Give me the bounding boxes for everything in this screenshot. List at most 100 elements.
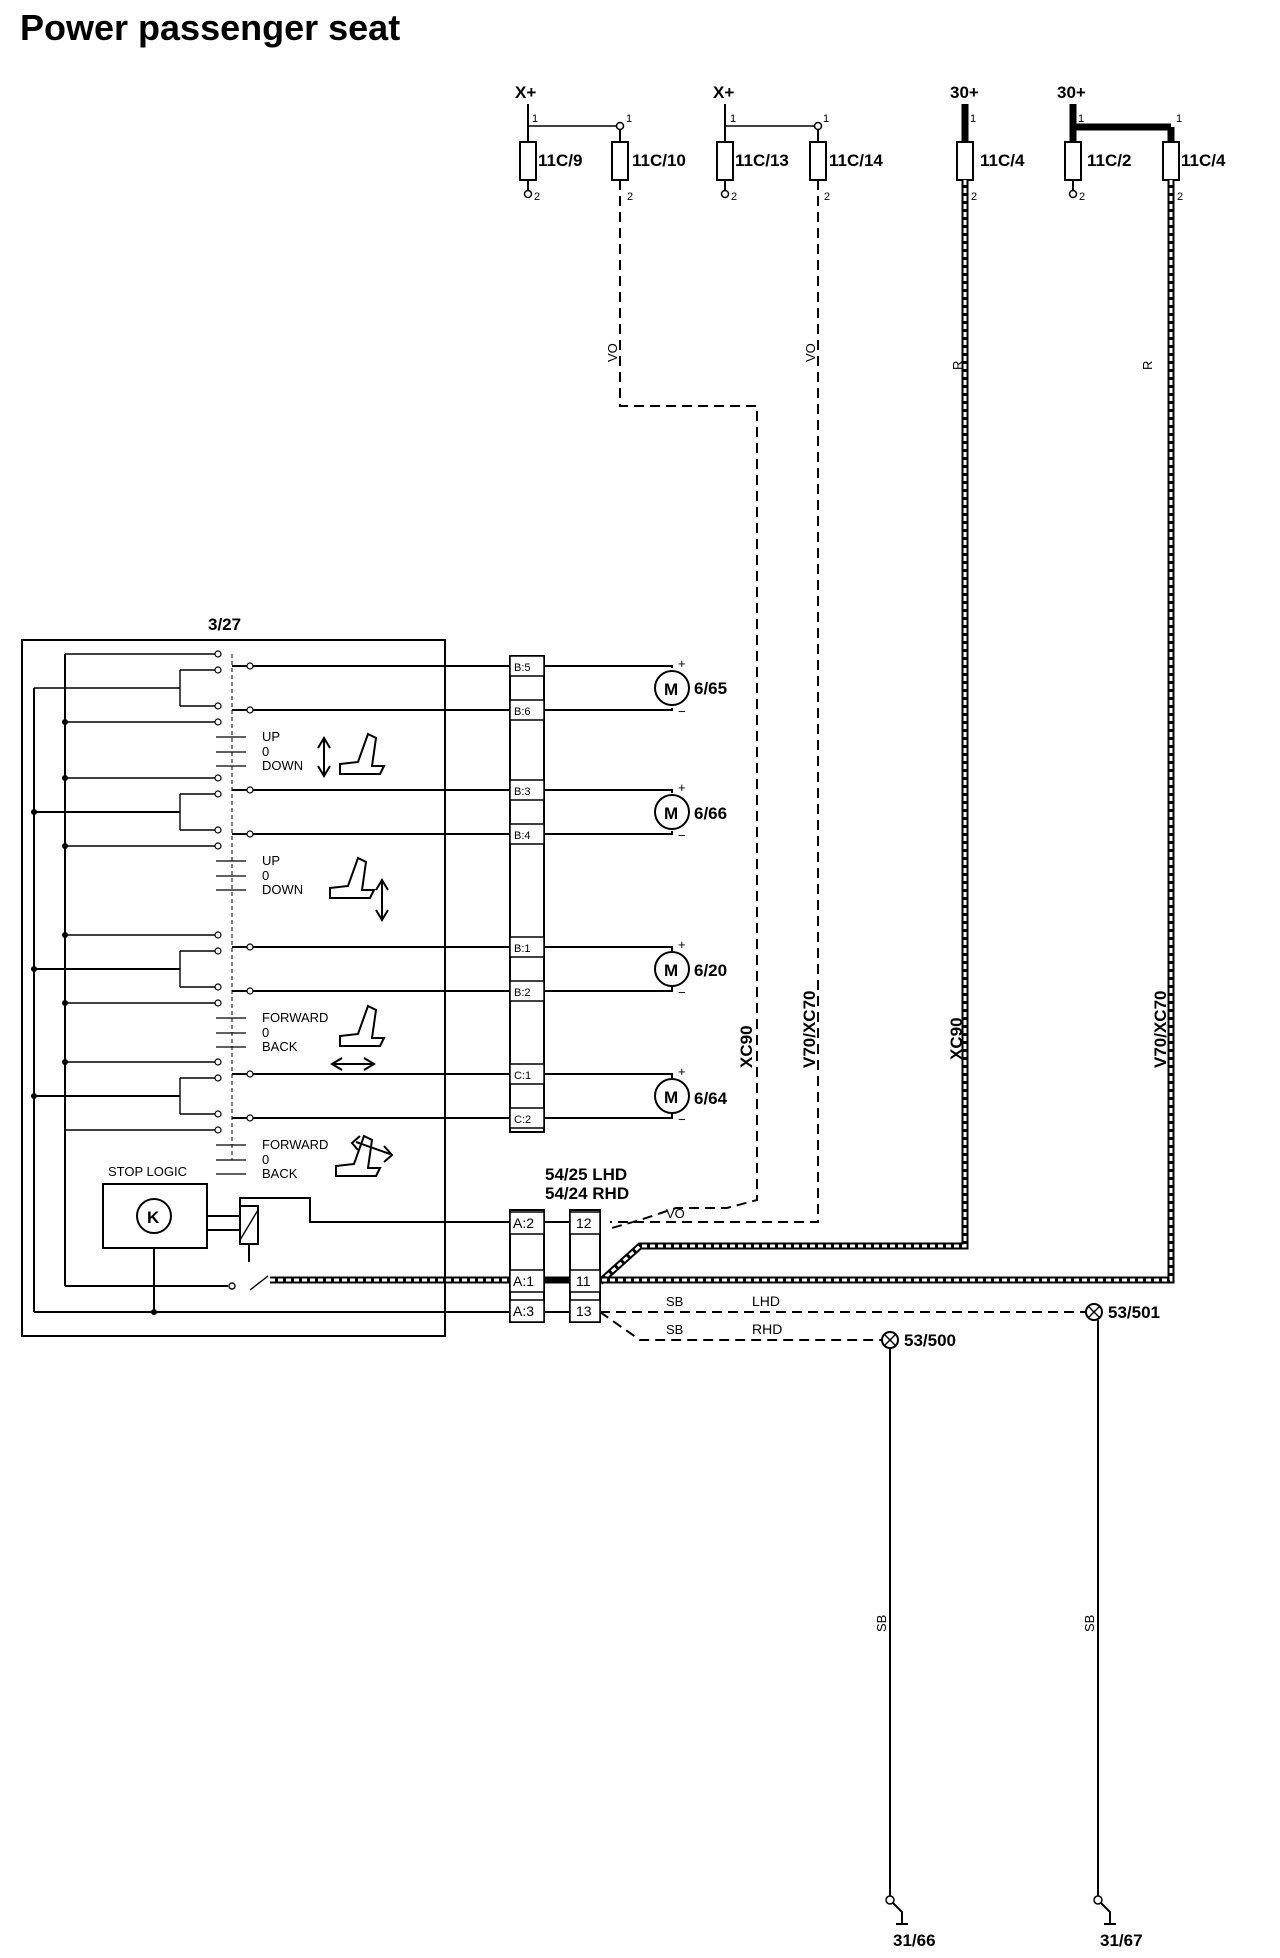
motor-6-64-symbol [654, 1078, 690, 1114]
wire-color-r-a: R [950, 361, 965, 370]
wire-sb-rhd [599, 1311, 890, 1341]
wire-color-r-b: R [1140, 361, 1155, 370]
motor-label-6-64: 6/64 [694, 1089, 728, 1108]
connector-b4: B:4 [514, 830, 531, 842]
connector-group-lhd-label: 54/25 LHD [545, 1165, 627, 1184]
switch4-back-label: BACK [262, 1166, 298, 1181]
connector-pin-12: 12 [576, 1215, 592, 1231]
wire-color-vo-b: VO [803, 343, 818, 362]
svg-text:−: − [678, 985, 686, 1000]
wire-color-vo-c: VO [666, 1206, 685, 1221]
connector-group-rhd-label: 54/24 RHD [545, 1184, 629, 1203]
connector-pin-13: 13 [576, 1303, 592, 1319]
svg-text:M: M [664, 961, 678, 980]
wire-color-vo-a: VO [605, 343, 620, 362]
switch2-zero-label: 0 [262, 868, 269, 883]
svg-text:2: 2 [534, 191, 540, 203]
motor-6-65-symbol [654, 670, 690, 706]
model-label-xc90-a: XC90 [737, 1025, 756, 1068]
fuse-11c2-symbol [1064, 141, 1082, 181]
routing-rhd-label: RHD [752, 1321, 782, 1337]
fuse-label-11c4-a: 11C/4 [980, 151, 1025, 170]
svg-text:−: − [678, 1112, 686, 1127]
connector-a-group: 54/25 LHD 54/24 RHD A:2 A:1 A:3 12 11 13… [509, 1165, 685, 1323]
svg-text:M: M [664, 804, 678, 823]
wire-r-v70 [600, 180, 1173, 1282]
switch3-zero-label: 0 [262, 1025, 269, 1040]
connector-a1: A:1 [513, 1273, 534, 1289]
fuse-11c4-a-symbol [956, 141, 974, 181]
routing-lhd-label: LHD [752, 1293, 780, 1309]
svg-text:1: 1 [626, 113, 632, 125]
motor-label-6-20: 6/20 [694, 961, 727, 980]
switch2-down-label: DOWN [262, 882, 303, 897]
ground-point-31-67: 31/67 [1100, 1931, 1143, 1950]
ground-splice-53-500: 53/500 [904, 1331, 956, 1350]
connector-b3: B:3 [514, 786, 531, 798]
svg-text:−: − [678, 704, 686, 719]
ground-splice-53-501: 53/501 [1108, 1303, 1160, 1322]
svg-text:1: 1 [730, 113, 736, 125]
fuse-11c4-b-symbol [1162, 141, 1180, 181]
ground-symbol-31-67 [1097, 1899, 1116, 1925]
battery-30-label-a: 30+ [950, 83, 979, 102]
fuse-11c14-symbol [809, 141, 827, 181]
svg-text:2: 2 [824, 191, 830, 203]
connector-a2: A:2 [513, 1215, 534, 1231]
fuse-11c13-symbol [716, 141, 734, 181]
fuse-label-11c13: 11C/13 [735, 151, 789, 170]
module-outline [21, 639, 446, 1337]
connector-b2: B:2 [514, 987, 531, 999]
seat-slide-icon [330, 1004, 386, 1071]
module-id-label: 3/27 [208, 615, 241, 634]
svg-text:1: 1 [532, 113, 538, 125]
wire-vo-xc90 [611, 180, 758, 1229]
fuse-label-11c10: 11C/10 [632, 151, 686, 170]
svg-text:1: 1 [1176, 113, 1182, 125]
switch4-zero-label: 0 [262, 1152, 269, 1167]
fuse-11c10-symbol [611, 141, 629, 181]
model-label-v70-b: V70/XC70 [1151, 991, 1170, 1069]
svg-text:+: + [678, 780, 686, 795]
wire-a2 [239, 1197, 510, 1223]
switch2-up-label: UP [262, 853, 280, 868]
connector-b5: B:5 [514, 662, 531, 674]
svg-text:2: 2 [971, 191, 977, 203]
stop-logic-k-symbol [136, 1198, 172, 1234]
svg-text:1: 1 [823, 113, 829, 125]
motor-label-6-65: 6/65 [694, 679, 727, 698]
ground-symbol-31-66 [889, 1899, 908, 1925]
svg-text:1: 1 [1078, 113, 1084, 125]
svg-text:M: M [664, 1088, 678, 1107]
svg-text:1: 1 [970, 113, 976, 125]
svg-text:+: + [678, 937, 686, 952]
switch1-up-label: UP [262, 729, 280, 744]
svg-text:+: + [678, 1064, 686, 1079]
motor-6-20-symbol [654, 951, 690, 987]
x-plus-label-a: X+ [515, 83, 536, 102]
svg-text:2: 2 [731, 191, 737, 203]
stop-logic-box [102, 1183, 208, 1249]
svg-text:−: − [678, 828, 686, 843]
connector-b6: B:6 [514, 706, 531, 718]
fuse-label-11c4-b: 11C/4 [1181, 151, 1226, 170]
x-plus-label-b: X+ [713, 83, 734, 102]
switch1-down-label: DOWN [262, 758, 303, 773]
supply-wires: VO VO R R XC90 V70/XC70 XC90 V70/XC70 [597, 180, 1175, 1285]
seat-recline-icon [335, 1134, 394, 1177]
connector-b1: B:1 [514, 943, 531, 955]
connector-c2: C:2 [514, 1114, 531, 1126]
page-title: Power passenger seat [20, 7, 400, 48]
svg-text:+: + [678, 656, 686, 671]
model-label-v70-a: V70/XC70 [800, 991, 819, 1069]
switch4-forward-label: FORWARD [262, 1137, 328, 1152]
motors: M + − 6/65 M + − 6/66 M + − 6/20 M + − 6… [544, 656, 728, 1127]
fuse-label-11c14: 11C/14 [829, 151, 883, 170]
battery-30-label-b: 30+ [1057, 83, 1086, 102]
svg-text:2: 2 [1177, 191, 1183, 203]
connector-a3: A:3 [513, 1303, 534, 1319]
seat-tilt-icon [317, 732, 386, 778]
switch1-zero-label: 0 [262, 744, 269, 759]
motor-label-6-66: 6/66 [694, 804, 727, 823]
